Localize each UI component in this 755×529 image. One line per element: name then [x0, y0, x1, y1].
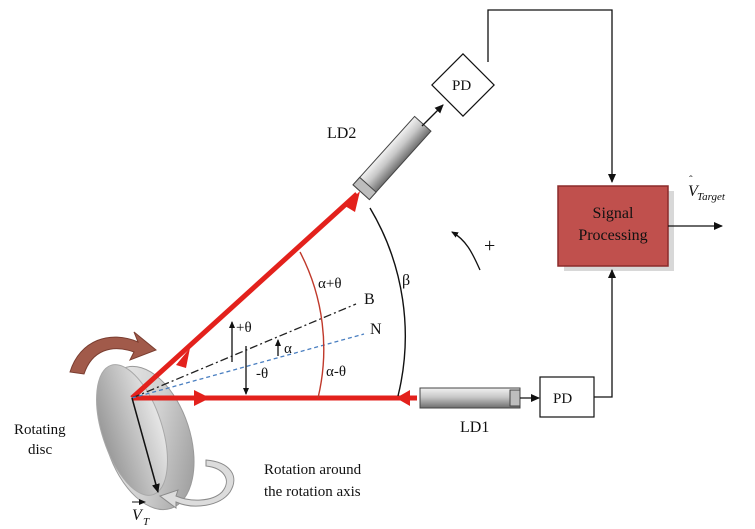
beam-arrowhead: [345, 191, 360, 212]
ld1-label: LD1: [460, 419, 489, 436]
b-axis-label: B: [364, 291, 375, 308]
rotation-arrow-grey: [158, 459, 235, 509]
pd-top-box: [431, 53, 495, 117]
ld1-laser: [419, 387, 521, 409]
upper-beam: [130, 192, 359, 400]
n-axis-label: N: [370, 321, 382, 338]
rotation-label-line1: Rotation around: [264, 462, 362, 478]
beam-arrowhead: [194, 390, 210, 406]
alpha-minus-theta-label: α-θ: [326, 364, 346, 380]
rotating-disc: [96, 364, 195, 511]
plus-theta-label: +θ: [236, 320, 252, 336]
beam-arrowhead: [396, 390, 410, 406]
v-t-sub: T: [143, 516, 150, 528]
positive-rotation-arrow: [451, 231, 481, 271]
rotating-label-line2: disc: [28, 442, 53, 458]
bisector-axis-b: [131, 303, 357, 399]
rotating-label-line1: Rotating: [14, 422, 66, 438]
ld2-label: LD2: [327, 125, 356, 142]
ld2-to-pd-arrow: [421, 104, 444, 127]
minus-theta-label: -θ: [256, 366, 268, 382]
beta-label: β: [402, 272, 410, 289]
v-target-hat: ˆ: [689, 174, 693, 186]
ld2-laser: [352, 115, 432, 201]
laser-beams: [130, 191, 417, 406]
beam-arrowhead: [176, 348, 190, 368]
alpha-theta-arc: [299, 251, 325, 399]
v-target-label: V Target ˆ: [688, 174, 726, 203]
plus-sign-label: +: [484, 235, 495, 257]
alpha-label: α: [284, 341, 292, 357]
v-target-main: V: [688, 183, 700, 200]
signal-processing-box: [557, 185, 669, 267]
rotation-label-line2: the rotation axis: [264, 484, 361, 500]
normal-axis-n: [131, 333, 365, 399]
signal-label-line2: Processing: [578, 227, 647, 244]
v-t-vector: [131, 397, 160, 493]
pd-top-label: PD: [452, 78, 471, 94]
v-t-label: V T: [132, 499, 150, 528]
pd-top-wire: [487, 9, 616, 183]
v-t-main: V: [132, 507, 144, 524]
rotation-arrow-brown: [69, 331, 157, 375]
pd-bottom-wire: [594, 269, 616, 398]
beta-arc: [369, 207, 406, 397]
alpha-plus-theta-label: α+θ: [318, 276, 342, 292]
signal-label-line1: Signal: [593, 205, 634, 222]
pd-bottom-label: PD: [553, 391, 572, 407]
v-target-sub: Target: [697, 191, 726, 203]
